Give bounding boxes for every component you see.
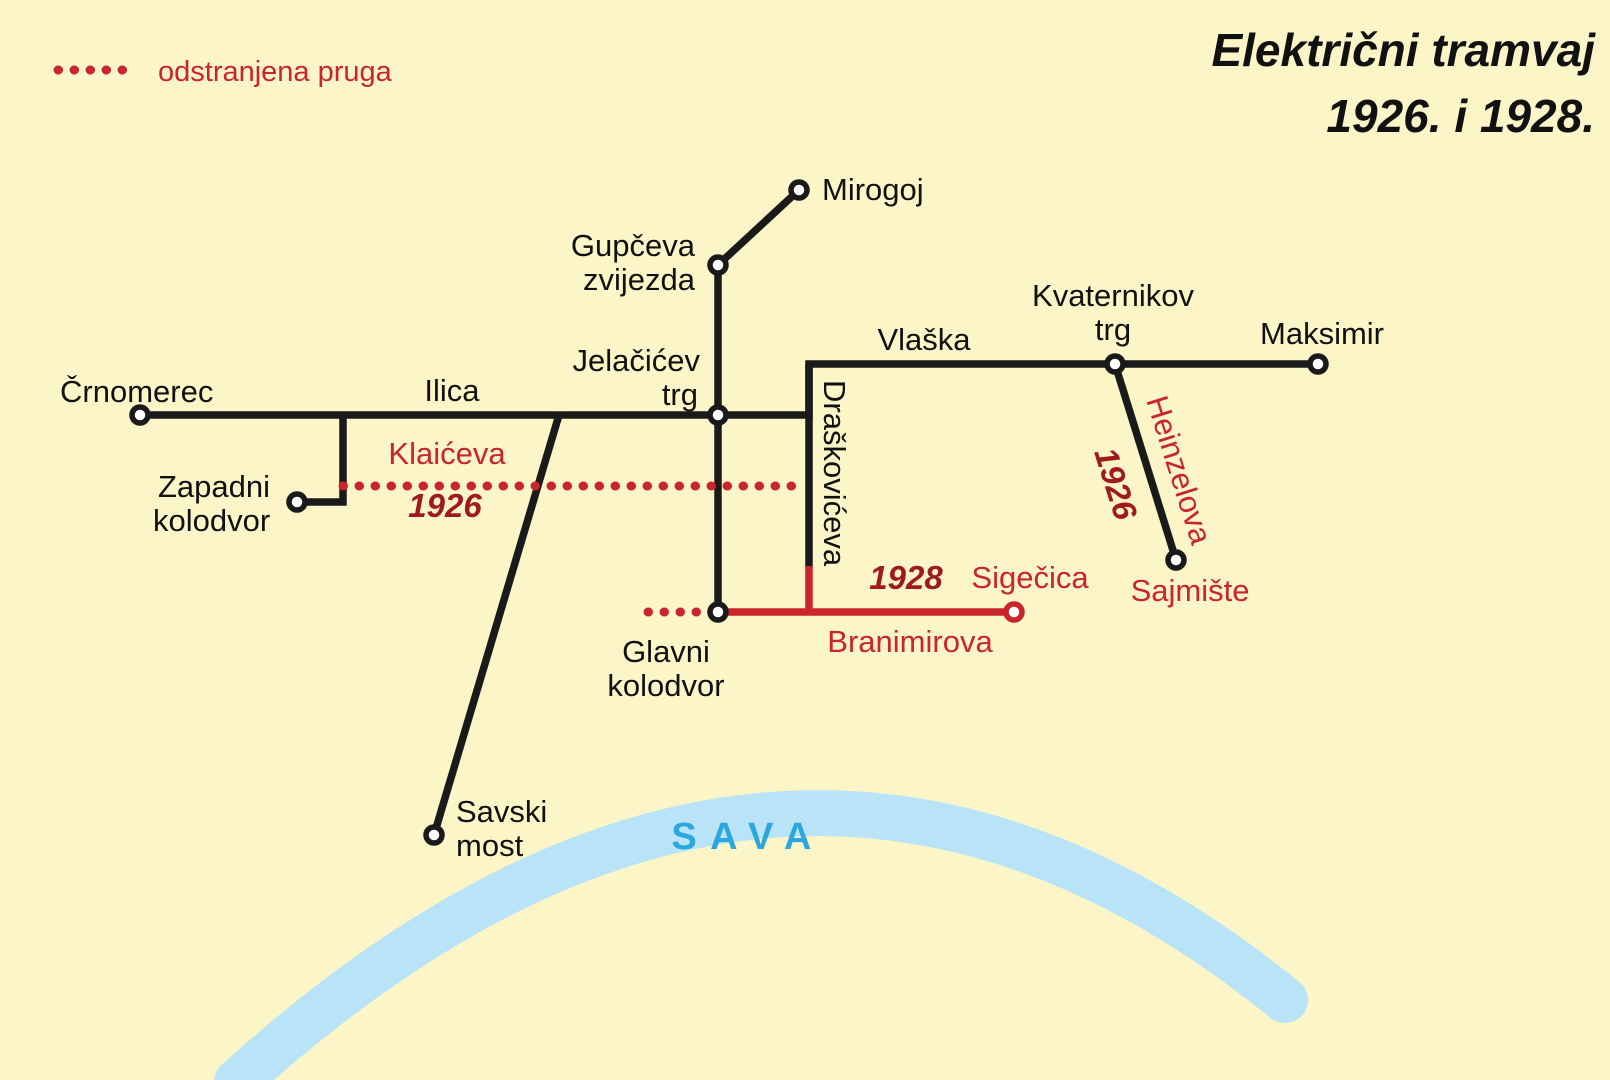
river-sava: SAVA	[214, 790, 1308, 1080]
station-node-crnomerec	[129, 404, 151, 426]
year-label-heinzelova: 1926	[1087, 443, 1145, 525]
street-label-ilica: Ilica	[424, 373, 480, 408]
map-title-line1: Električni tramvaj	[1211, 24, 1596, 76]
line-savski-most-branch	[430, 413, 563, 837]
station-label-zapadni-line2: kolodvor	[153, 503, 270, 538]
legend-removed-label: odstranjena pruga	[158, 56, 393, 88]
line-glavni-jelacicev-gupceva-mirogoj	[714, 187, 802, 612]
station-label-glavni-line2: kolodvor	[607, 668, 724, 703]
station-label-jelacicev-line1: Jelačićev	[573, 343, 701, 378]
line-heinzelova	[1111, 362, 1180, 562]
station-node-sajmiste	[1165, 549, 1187, 571]
station-node-glavni-kolodvor	[707, 601, 729, 623]
river-sava-label: SAVA	[671, 816, 824, 858]
map-title-line2: 1926. i 1928.	[1326, 90, 1595, 142]
station-label-mirogoj: Mirogoj	[822, 172, 924, 207]
legend: odstranjena pruga	[53, 56, 393, 88]
station-label-crnomerec: Črnomerec	[60, 374, 213, 409]
year-label-klaiceva: 1926	[408, 487, 482, 524]
street-label-branimirova: Branimirova	[827, 624, 993, 659]
station-label-sigecica: Sigečica	[971, 560, 1089, 595]
street-label-draskoviceva: Draškovićeva	[817, 380, 852, 567]
street-label-klaiceva: Klaićeva	[388, 436, 506, 471]
station-label-maksimir: Maksimir	[1260, 316, 1384, 351]
station-label-jelacicev-line2: trg	[662, 377, 698, 412]
station-node-savski-most	[423, 824, 445, 846]
station-node-sigecica	[1003, 601, 1025, 623]
map-title: Električni tramvaj 1926. i 1928.	[1211, 24, 1596, 142]
tram-lines-new	[718, 566, 1014, 616]
station-label-kvaternikov-line2: trg	[1095, 312, 1131, 347]
station-nodes	[129, 179, 1329, 846]
station-label-savski-line1: Savski	[456, 794, 547, 829]
tram-lines-removed	[338, 481, 811, 617]
street-label-vlaska: Vlaška	[877, 322, 971, 357]
station-label-savski-line2: most	[456, 828, 524, 863]
station-node-zapadni-kolodvor	[286, 491, 308, 513]
station-label-gupceva-line2: zvijezda	[583, 262, 696, 297]
line-zapadni-kolodvor-branch	[297, 415, 347, 506]
station-node-maksimir	[1307, 353, 1329, 375]
station-label-zapadni-line1: Zapadni	[158, 469, 270, 504]
station-node-kvaternikov-trg	[1104, 353, 1126, 375]
station-node-jelacicev-trg	[707, 404, 729, 426]
river-sava-band	[214, 790, 1308, 1080]
station-label-glavni-line1: Glavni	[622, 634, 710, 669]
year-label-branimirova: 1928	[869, 559, 943, 596]
station-node-gupceva-zvijezda	[707, 254, 729, 276]
line-branimirova-red	[718, 566, 1014, 616]
station-label-kvaternikov-line1: Kvaternikov	[1032, 278, 1194, 313]
station-label-sajmiste: Sajmište	[1131, 573, 1250, 608]
station-labels: Črnomerec Zapadni kolodvor Jelačićev trg…	[60, 172, 1384, 863]
station-node-mirogoj	[788, 179, 810, 201]
station-label-gupceva-line1: Gupčeva	[571, 228, 696, 263]
